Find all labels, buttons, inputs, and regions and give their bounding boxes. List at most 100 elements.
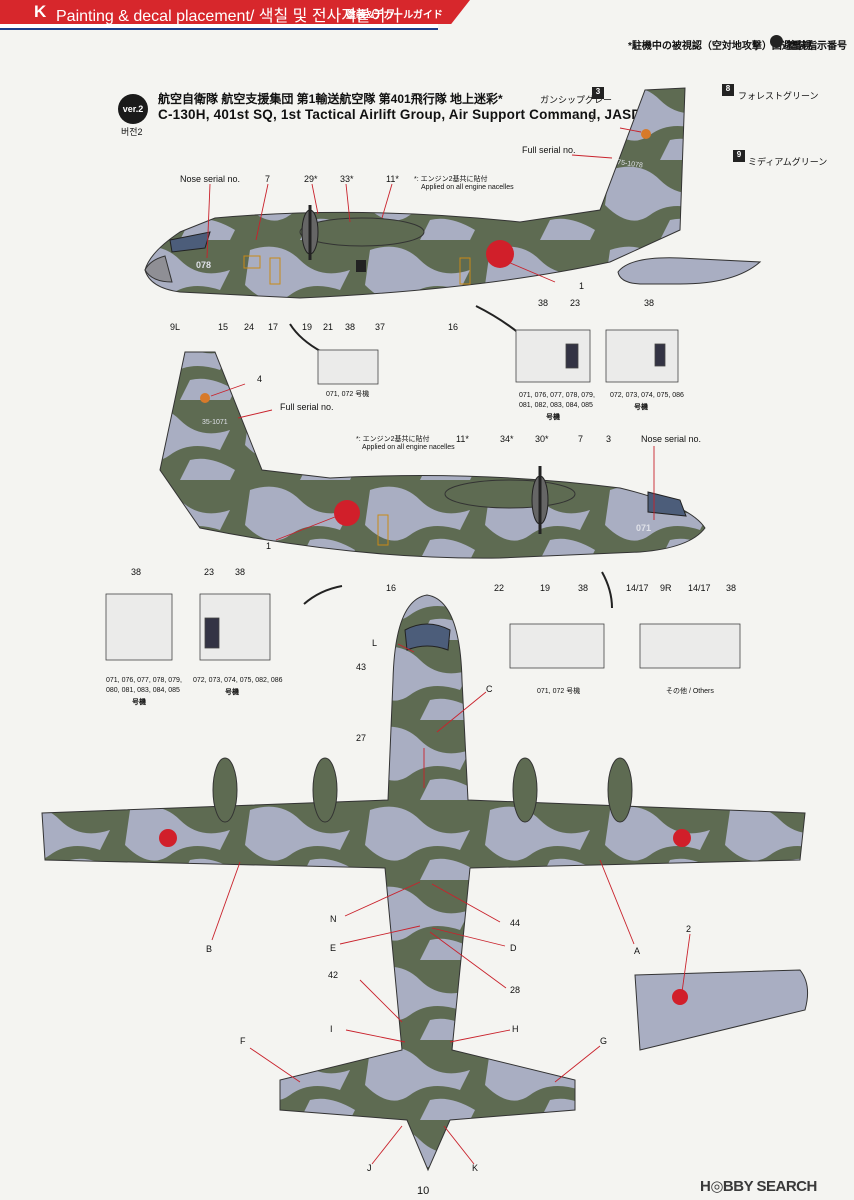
callout-9L: 9L	[170, 322, 181, 332]
callout-r7: 7	[578, 434, 584, 444]
left-nose-serial: 078	[196, 260, 211, 270]
header-marker: K	[34, 2, 47, 21]
left-side-view: 078 75-1078	[144, 87, 762, 299]
left-fit-b-1: 071, 076, 077, 078, 079,	[519, 392, 595, 399]
callout-r1: 1	[266, 541, 272, 551]
callout-H: H	[512, 1024, 519, 1034]
callout-r38e: 38	[235, 567, 246, 577]
left-engine-note-en: Applied on all engine nacelles	[421, 184, 514, 191]
right-tail-serial: 35-1071	[202, 419, 228, 426]
callout-K: K	[472, 1163, 479, 1173]
callout-37: 37	[375, 322, 386, 332]
callout-7: 7	[265, 174, 271, 184]
callout-1: 1	[579, 281, 585, 291]
callout-r3: 3	[606, 434, 612, 444]
watermark: H◎BBY SEARCH	[700, 1178, 817, 1195]
right-full-serial-label: Full serial no.	[280, 402, 334, 412]
callout-I: I	[330, 1024, 333, 1034]
right-fit-a-3: 号機	[132, 699, 146, 706]
color-num-8: 8	[722, 84, 734, 96]
callout-44: 44	[510, 918, 521, 928]
left-tail-serial: 75-1078	[617, 159, 644, 170]
callout-21: 21	[323, 322, 334, 332]
right-engine-note-en: Applied on all engine nacelles	[362, 444, 455, 451]
callout-r11: 11*	[456, 434, 469, 444]
color-gunship-gray: ガンシップグレー	[540, 95, 613, 105]
callout-r22: 22	[494, 583, 505, 593]
callout-L: L	[372, 638, 378, 648]
callout-N: N	[330, 914, 337, 924]
right-fit-d: その他 / Others	[666, 688, 714, 695]
callout-r19: 19	[540, 583, 551, 593]
header-subtitle: 塗装&デカールガイド	[346, 10, 443, 21]
scheme-title-english: C-130H, 401st SQ, 1st Tactical Airlift G…	[158, 107, 650, 122]
left-full-serial-label: Full serial no.	[522, 145, 576, 155]
callout-28: 28	[510, 985, 521, 995]
right-nose-serial: 071	[636, 523, 651, 533]
callout-33: 33*	[340, 174, 354, 184]
right-fit-c: 071, 072 号機	[537, 688, 581, 695]
detail-insets	[105, 329, 741, 669]
right-side-view: 071 35-1071	[159, 351, 706, 559]
callout-14-17: 14/17	[688, 583, 711, 593]
color-medium-green: ミディアムグリーン	[748, 157, 828, 167]
callout-17: 17	[268, 322, 279, 332]
callout-38b: 38	[538, 298, 549, 308]
callout-5: 5	[589, 114, 595, 124]
callout-r38: 38	[578, 583, 589, 593]
leader-lines	[206, 127, 691, 1165]
header-title: Painting & decal placement/ 색칠 및 전사지붙이기	[56, 8, 401, 25]
header-stripe	[0, 24, 438, 30]
page-number: 10	[417, 1185, 430, 1197]
callout-C: C	[486, 684, 493, 694]
callout-r38b: 14/17	[626, 583, 649, 593]
left-engine-note-ja: *: エンジン2基共に貼付	[414, 176, 488, 183]
callout-r38d: 38	[131, 567, 142, 577]
callout-G: G	[600, 1036, 608, 1046]
right-nose-serial-label: Nose serial no.	[641, 434, 702, 444]
callout-19: 19	[302, 322, 313, 332]
callout-4: 4	[257, 374, 263, 384]
callout-J: J	[367, 1163, 372, 1173]
callout-29: 29*	[304, 174, 318, 184]
callout-E: E	[330, 943, 337, 953]
callout-r23: 23	[204, 567, 215, 577]
callout-r16: 16	[386, 583, 397, 593]
callout-38: 38	[345, 322, 356, 332]
callout-D: D	[510, 943, 517, 953]
ground-note: *駐機中の被視認（空対地攻撃）回避重視	[628, 41, 812, 52]
callout-A: A	[634, 946, 641, 956]
callout-r30: 30*	[535, 434, 549, 444]
callout-9R: 9R	[660, 583, 672, 593]
callout-16: 16	[448, 322, 459, 332]
version-badge: ver.2	[118, 94, 148, 124]
scheme-title-japanese: 航空自衛隊 航空支援集団 第1輸送航空隊 第401飛行隊 地上迷彩*	[158, 92, 503, 106]
right-engine-note-ja: *: エンジン2基共に貼付	[356, 436, 430, 443]
callout-24: 24	[244, 322, 255, 332]
right-fit-a-2: 080, 081, 083, 084, 085	[106, 687, 180, 694]
callout-15: 15	[218, 322, 229, 332]
callout-42: 42	[328, 970, 339, 980]
left-fit-b-3: 号機	[546, 414, 560, 421]
color-num-3: 3	[592, 87, 604, 99]
page-header-band: K Painting & decal placement/ 색칠 및 전사지붙이…	[0, 0, 470, 24]
left-fit-c-1: 072, 073, 074, 075, 086	[610, 392, 684, 399]
callout-B: B	[206, 944, 213, 954]
top-view	[41, 594, 809, 1172]
left-fit-b-2: 081, 082, 083, 084, 085	[519, 402, 593, 409]
left-fit-c-2: 号機	[634, 404, 648, 411]
color-num-9: 9	[733, 150, 745, 162]
callout-r34: 34*	[500, 434, 514, 444]
callout-43: 43	[356, 662, 367, 672]
callout-r38c: 38	[726, 583, 737, 593]
callout-11: 11*	[386, 174, 399, 184]
callout-F: F	[240, 1036, 246, 1046]
color-forest-green: フォレストグリーン	[738, 91, 819, 101]
callout-23: 23	[570, 298, 581, 308]
right-fit-b-2: 号機	[225, 689, 239, 696]
callout-27: 27	[356, 733, 367, 743]
right-fit-a-1: 071, 076, 077, 078, 079,	[106, 677, 182, 684]
left-fit-a: 071, 072 号機	[326, 391, 370, 398]
left-nose-serial-label: Nose serial no.	[180, 174, 241, 184]
